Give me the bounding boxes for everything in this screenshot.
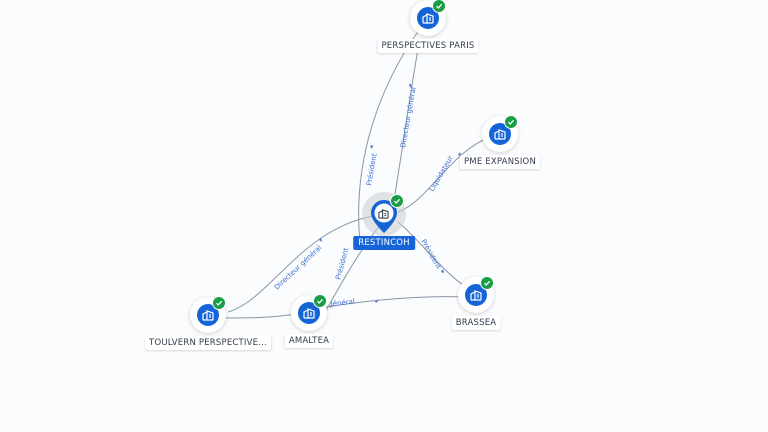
edge-arrow-dg-paris [409, 83, 412, 87]
node-label: AMALTEA [284, 334, 334, 348]
node-label: BRASSEA [451, 316, 501, 330]
edge-dg-amaltea-brassea[interactable] [319, 296, 467, 309]
edge-arrow-dg-toulvern [319, 238, 322, 242]
edge-arrow-president-brassea [441, 269, 444, 273]
building-icon [298, 302, 320, 324]
edge-arrow-president-paris [370, 145, 373, 149]
verified-check-icon [313, 294, 327, 308]
edge-label-dg-paris: Directeur général [399, 86, 418, 148]
node-label: TOULVERN PERSPECTIVE... [145, 336, 271, 350]
node-label: RESTINCOH [353, 236, 415, 250]
building-icon [197, 304, 219, 326]
verified-check-icon [212, 296, 226, 310]
edge-liquidateur-pme[interactable] [397, 134, 496, 213]
edge-label-dg-toulvern: Directeur général [273, 244, 323, 292]
building-icon [465, 284, 487, 306]
verified-check-icon [480, 276, 494, 290]
edge-toulvern-amaltea[interactable] [221, 313, 297, 319]
building-icon [417, 7, 439, 29]
verified-check-icon [390, 194, 404, 208]
edge-label-liquidateur-pme: Liquidateur [428, 154, 455, 193]
verified-check-icon [432, 0, 446, 13]
building-icon [489, 123, 511, 145]
building-icon [378, 209, 389, 219]
edge-label-president-paris: Président [365, 153, 379, 187]
node-label: PME EXPANSION [459, 155, 541, 169]
verified-check-icon [504, 115, 518, 129]
edge-label-president-amaltea: Président [334, 247, 350, 281]
edge-arrow-dg-amaltea-brassea [375, 300, 379, 303]
map-pin-icon [371, 200, 397, 233]
edge-dg-paris[interactable] [393, 49, 419, 201]
node-label: PERSPECTIVES PARIS [377, 39, 479, 53]
edge-dg-toulvern[interactable] [227, 215, 374, 313]
edge-label-president-brassea: Président [419, 238, 442, 270]
